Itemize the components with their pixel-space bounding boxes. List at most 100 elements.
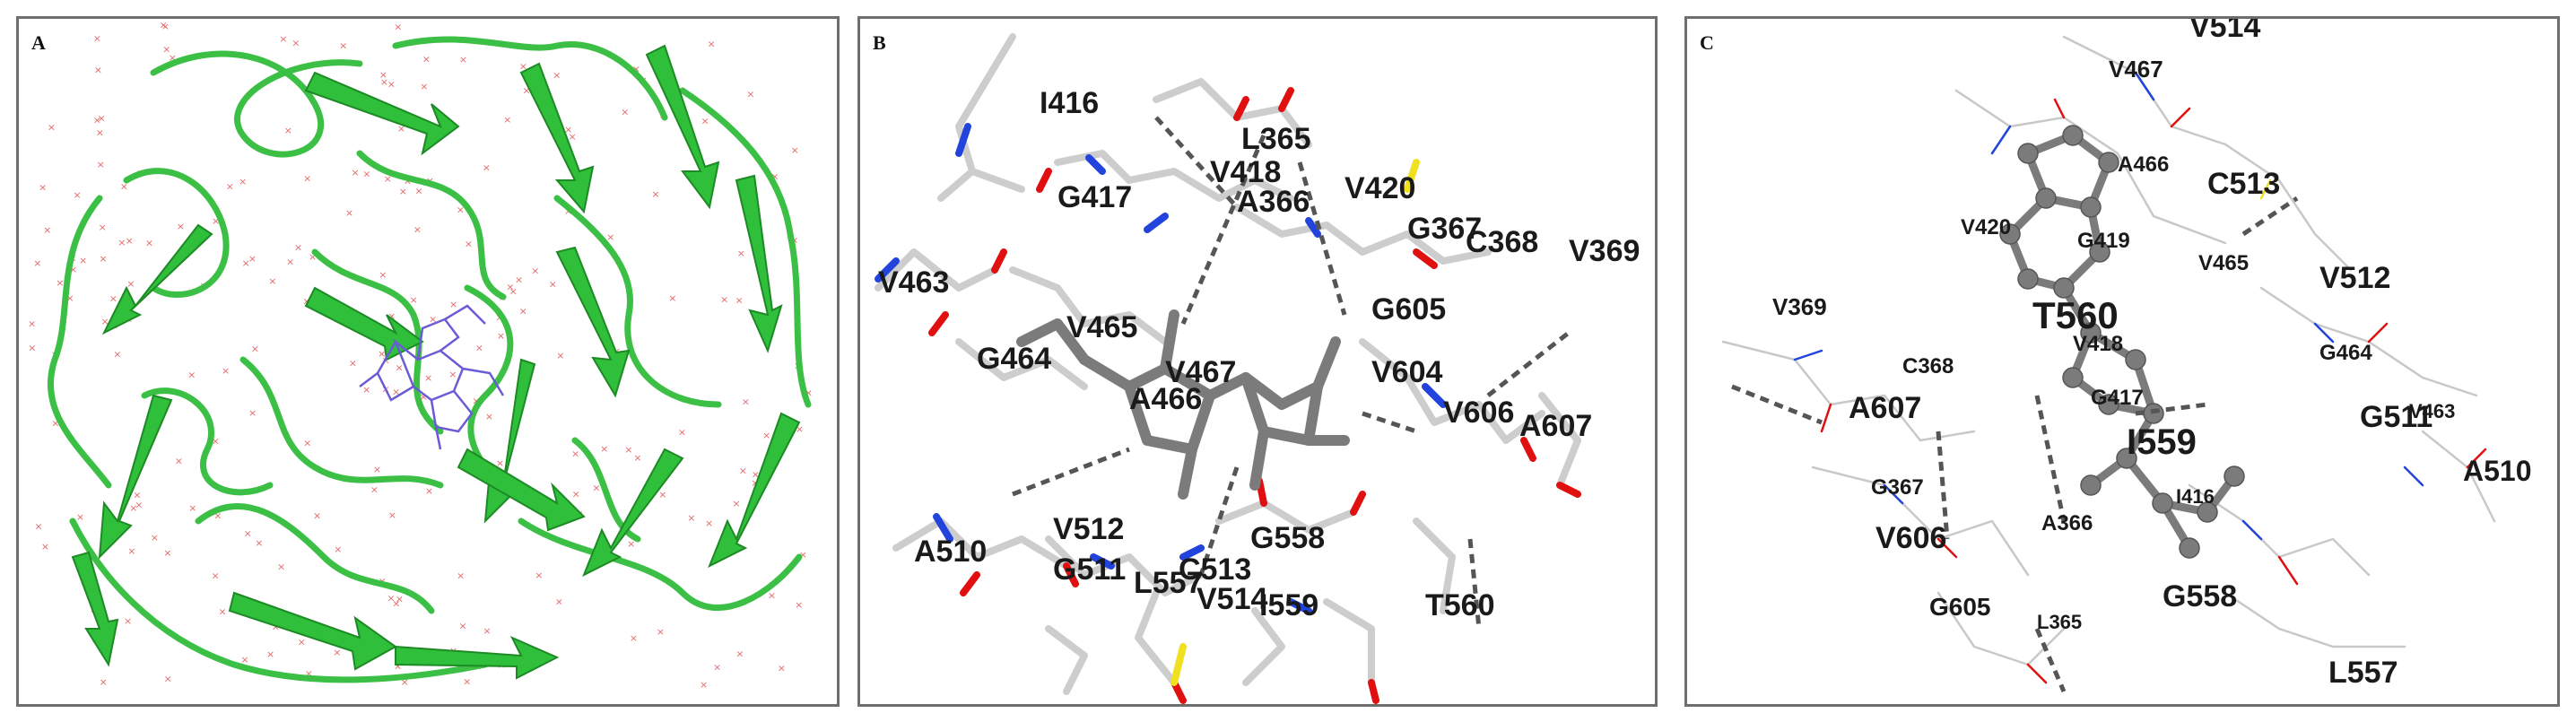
water-marker: × [129,502,137,514]
water-marker: × [286,257,294,268]
water-marker: × [242,257,250,269]
ligand-sticks [1016,309,1350,500]
water-marker: × [28,318,36,329]
water-marker: × [630,632,638,644]
water-marker: × [720,294,728,306]
residue-label: V465 [1066,310,1137,344]
water-marker: × [746,89,754,100]
water-marker: × [124,615,132,627]
panel-a-label: A [31,31,46,54]
residue-label: A510 [2463,455,2532,487]
water-marker: × [762,430,770,441]
water-marker: × [99,222,107,233]
water-marker: × [555,596,563,608]
water-marker: × [177,221,185,232]
residue-label: L557 [2328,656,2398,690]
loop-coils [47,36,812,683]
water-marker: × [394,22,402,33]
water-marker: × [151,532,159,544]
water-marker: × [752,469,760,481]
residue-label: G605 [1371,292,1446,326]
water-marker: × [535,570,543,581]
water-marker: × [69,264,77,275]
water-marker: × [404,176,412,187]
residue-label: V514 [1197,582,1267,616]
water-marker: × [333,647,341,658]
residue-label: G511 [1053,552,1126,587]
residue-label: V463 [2409,400,2455,422]
water-marker: × [379,269,387,281]
residue-label: V369 [1772,293,1827,320]
water-marker: × [708,38,716,49]
water-marker: × [294,241,302,253]
water-marker: × [272,622,280,633]
water-marker: × [496,457,504,469]
water-marker: × [732,498,740,509]
water-marker: × [126,278,135,290]
water-marker: × [35,521,43,533]
water-marker: × [465,239,473,250]
residue-label: C513 [2207,167,2280,201]
water-marker: × [768,590,776,602]
water-marker: × [509,285,518,297]
water-marker: × [388,509,396,521]
water-marker: × [519,61,527,73]
water-marker: × [485,411,493,422]
residue-label: G605 [1929,593,1991,621]
water-marker: × [93,33,101,45]
water-marker: × [135,500,143,511]
water-marker: × [255,537,263,549]
water-marker: × [298,636,306,648]
water-marker: × [109,292,117,304]
water-marker: × [457,570,465,582]
water-marker: × [43,224,51,236]
residue-lines [1721,35,2496,684]
water-marker: × [362,168,370,179]
water-marker: × [422,54,431,65]
residue-label: G367 [1871,475,1924,500]
water-marker: × [600,443,608,455]
residue-label: A466 [1129,382,1202,416]
water-marker: × [751,477,759,489]
water-marker: × [339,40,347,52]
residue-label: V467 [1165,355,1236,389]
water-marker: × [742,396,750,408]
ligand-ball-and-stick [1999,125,2245,559]
water-marker: × [373,464,381,475]
water-marker: × [370,484,379,496]
water-marker: × [624,444,632,456]
water-marker: × [515,274,523,285]
water-marker: × [378,348,386,360]
residue-label: V606 [1443,396,1514,430]
residue-label: I559 [1259,588,1318,622]
residue-label: I416 [2176,485,2215,508]
water-marker: × [795,599,803,611]
water-marker: × [459,54,467,65]
water-marker: × [657,626,665,638]
water-marker: × [796,423,804,435]
water-marker: × [401,676,409,688]
water-marker: × [420,81,428,92]
water-marker: × [413,224,422,236]
residue-label: A366 [2041,511,2093,535]
water-marker: × [735,648,744,660]
water-marker: × [362,384,370,396]
residue-label: C368 [1902,354,1954,378]
water-marker: × [425,485,433,497]
water-marker: × [449,299,457,310]
water-marker: × [799,549,807,561]
residue-label: V418 [1210,155,1281,189]
water-marker: × [303,438,311,449]
water-marker: × [392,387,400,398]
water-marker: × [292,37,300,48]
water-marker: × [737,248,745,259]
beta-strands [71,44,801,680]
water-marker: × [379,69,387,81]
residue-label: V604 [1371,355,1442,389]
water-marker: × [778,663,786,674]
water-marker: × [120,181,128,193]
panel-a: A × × × × × × × × × × × × × × × × × × × × × × × × × × × × × × × × × × × × × ×… [16,16,840,707]
residue-label: C513 [1179,552,1251,587]
water-marker: × [553,70,561,82]
water-marker: × [127,545,135,557]
